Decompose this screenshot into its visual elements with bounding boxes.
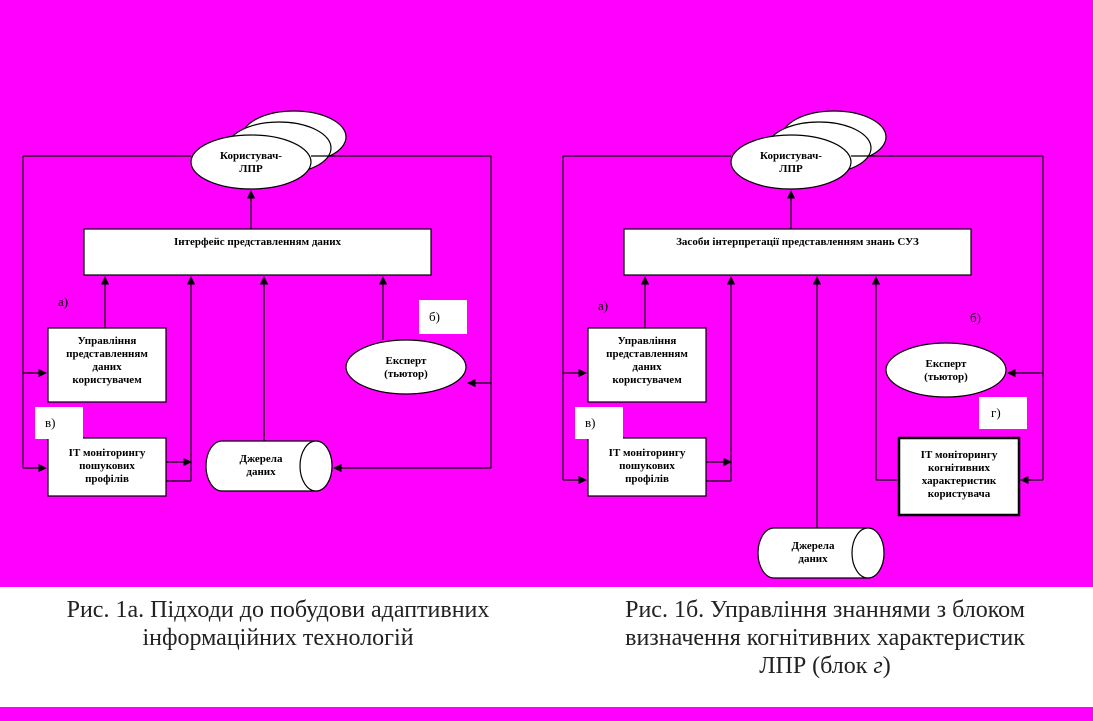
left-manage-box	[47, 327, 167, 403]
right-caption: Рис. 1б. Управління знаннями з блоком ви…	[560, 596, 1090, 680]
right-it-monitor-label: ІТ моніторингу пошукових профілів	[608, 447, 686, 485]
right-diagram	[562, 110, 1044, 579]
right-caption-line3-end: )	[882, 653, 891, 679]
right-caption-line3-main: ЛПР (блок	[759, 653, 874, 679]
left-label-v: в)	[45, 415, 56, 430]
right-user-label: Користувач- ЛПР	[760, 150, 822, 175]
right-label-v: в)	[585, 415, 596, 430]
captions-panel: Рис. 1а. Підходи до побудови адаптивних …	[0, 587, 1093, 707]
right-manage-label: Управління представленням даних користув…	[606, 335, 688, 386]
left-label-b-tag: б)	[419, 300, 467, 334]
left-expert-ellipse	[345, 339, 467, 395]
right-caption-line3-italic: г	[873, 653, 883, 679]
left-diagram	[22, 110, 492, 497]
left-caption: Рис. 1а. Підходи до побудови адаптивних …	[8, 596, 548, 652]
left-manage-label: Управління представленням даних користув…	[66, 335, 148, 386]
right-label-g: г)	[991, 405, 1001, 420]
right-expert-label: Експерт (тьютор)	[924, 358, 968, 383]
right-label-v-tag: в)	[575, 407, 623, 439]
left-it-monitor-box	[47, 437, 167, 497]
right-interface-box	[623, 228, 972, 276]
left-interface-box	[83, 228, 432, 276]
left-label-a: а)	[58, 294, 69, 309]
right-caption-line2: визначення когнітивних характеристик	[625, 625, 1025, 651]
right-user-ellipse	[730, 134, 852, 190]
left-user-label: Користувач- ЛПР	[220, 150, 282, 175]
right-cognitive-label: ІТ моніторингу когнітивних характеристик…	[920, 449, 998, 500]
right-it-monitor-box	[587, 437, 707, 497]
right-cognitive-box	[897, 436, 1021, 517]
left-label-b: б)	[429, 309, 440, 324]
right-interface-label: Засоби інтерпретації представленням знан…	[676, 236, 919, 248]
left-interface-label: Інтерфейс представленням даних	[173, 236, 342, 248]
right-label-g-tag: г)	[979, 397, 1027, 429]
left-user-ellipse	[190, 134, 312, 190]
left-caption-line2: інформаційних технологій	[142, 625, 414, 651]
right-expert-ellipse	[885, 342, 1007, 398]
right-label-a: а)	[598, 298, 609, 313]
left-label-v-tag: в)	[35, 407, 83, 439]
left-expert-label: Експерт (тьютор)	[384, 355, 428, 380]
left-it-monitor-label: ІТ моніторингу пошукових профілів	[68, 447, 146, 485]
right-caption-line3: ЛПР (блок г)	[560, 652, 1090, 680]
right-label-b: б)	[970, 310, 981, 325]
right-manage-box	[587, 327, 707, 403]
left-caption-line1: Рис. 1а. Підходи до побудови адаптивних	[66, 597, 490, 623]
right-caption-line1: Рис. 1б. Управління знаннями з блоком	[625, 597, 1025, 623]
left-data-source-label: Джерела даних	[239, 453, 283, 478]
right-data-source-label: Джерела даних	[791, 540, 835, 565]
